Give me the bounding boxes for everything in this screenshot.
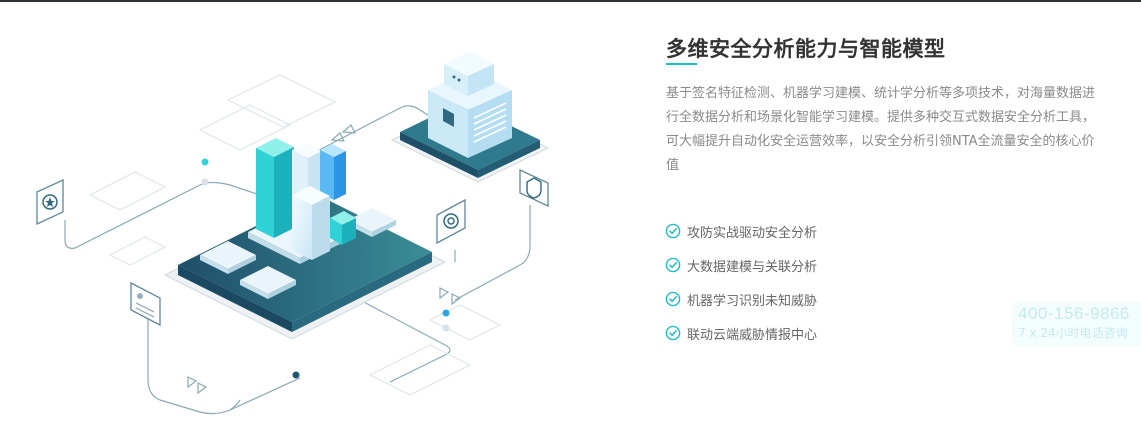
security-analysis-illustration xyxy=(36,52,550,415)
feature-item-cloud-intel: 联动云端威胁情报中心 xyxy=(665,316,817,350)
feature-item-big-data: 大数据建模与关联分析 xyxy=(665,248,817,282)
feature-list: 攻防实战驱动安全分析 大数据建模与关联分析 机器学习识别未知威胁 联动云端威胁情… xyxy=(665,214,817,350)
title-underline xyxy=(666,63,697,65)
hotline-hours: 7 x 24小时电话咨询 xyxy=(1018,326,1128,340)
feature-label: 大数据建模与关联分析 xyxy=(687,259,818,275)
hotline-widget[interactable]: 400-156-9866 7 x 24小时电话咨询 xyxy=(1012,302,1141,346)
check-circle-icon xyxy=(665,223,681,239)
feature-label: 机器学习识别未知威胁 xyxy=(687,293,818,309)
check-circle-icon xyxy=(665,257,681,273)
check-circle-icon xyxy=(665,291,681,307)
section-title: 多维安全分析能力与智能模型 xyxy=(666,37,946,61)
hotline-number[interactable]: 400-156-9866 xyxy=(1018,304,1130,323)
feature-item-machine-learning: 机器学习识别未知威胁 xyxy=(665,282,817,316)
feature-label: 联动云端威胁情报中心 xyxy=(687,327,818,343)
feature-label: 攻防实战驱动安全分析 xyxy=(687,225,818,241)
feature-item-offense-defense: 攻防实战驱动安全分析 xyxy=(665,214,817,248)
section-description: 基于签名特征检测、机器学习建模、统计学分析等多项技术，对海量数据进行全数据分析和… xyxy=(666,86,1096,173)
check-circle-icon xyxy=(665,325,681,341)
top-border xyxy=(0,0,1141,2)
